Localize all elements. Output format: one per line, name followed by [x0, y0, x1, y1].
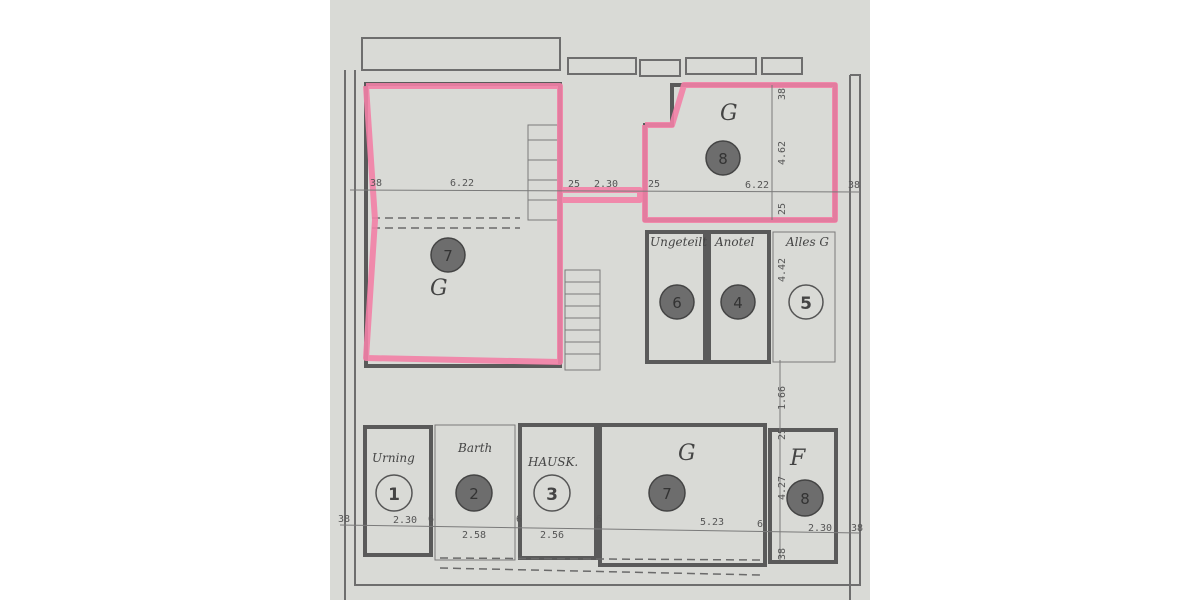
plan-label: 7: [662, 485, 672, 503]
plan-label: 8: [800, 490, 810, 508]
plan-line: [434, 424, 516, 561]
plan-label: 1: [388, 485, 400, 505]
plan-line: [643, 83, 837, 222]
plan-label: 6: [672, 294, 682, 312]
room-number-badge: [648, 474, 686, 512]
dimension-lines: [339, 189, 861, 560]
plan-label: 25: [568, 179, 580, 190]
plan-label: 4.62: [777, 141, 788, 165]
room-number-badge: [375, 474, 413, 512]
plan-label: 2.58: [462, 530, 486, 541]
room-top-left: G 7: [363, 82, 643, 368]
plan-label: 2: [469, 485, 479, 503]
plan-line: [564, 269, 601, 371]
plan-line: [707, 230, 771, 364]
plan-label: 2.30: [594, 179, 618, 190]
plan-label: 38: [338, 514, 350, 525]
plan-label: 6: [596, 514, 602, 525]
plan-label: 2.30: [808, 523, 832, 534]
highlight-outline-right: [642, 82, 838, 223]
room-number-badge: [720, 284, 756, 320]
room-number-badge: [788, 284, 824, 320]
plan-label: 25: [777, 203, 788, 215]
dimension-labels: 38 6.22 25 2.30 25 6.22 38 38 4.62 25 4.…: [338, 88, 863, 560]
plan-label: Anotel: [714, 235, 755, 249]
plan-label: 5: [800, 294, 812, 314]
plan-label: 6: [516, 514, 522, 525]
plan-line: [598, 423, 767, 567]
rooms-6-4-5: Ungeteilt Anotel Alles G 6 4 5: [645, 230, 836, 364]
plan-label: 4.27: [777, 476, 788, 500]
bottom-rooms: Urning Barth HAUSK. G F 1 2 3 7 8: [363, 423, 838, 576]
room-label-g: G: [430, 276, 448, 301]
room-number-badge: [659, 284, 695, 320]
plan-line: [768, 428, 838, 564]
plan-label: 38: [777, 88, 788, 100]
plan-label: G: [678, 441, 696, 466]
outer-walls: [344, 37, 861, 600]
plan-label: 3: [546, 485, 558, 505]
plan-label: 4.42: [777, 258, 788, 282]
plan-line: [527, 124, 559, 221]
staircase: [564, 269, 601, 371]
plan-line: [685, 57, 757, 75]
room-number-badge: [786, 479, 824, 517]
plan-line: [361, 37, 561, 71]
plan-label: 38: [848, 180, 860, 191]
room-number-badge: [430, 237, 466, 273]
plan-line: [363, 425, 433, 557]
plan-label: HAUSK.: [527, 455, 578, 469]
room-number-badge: [533, 474, 571, 512]
plan-line: [439, 557, 761, 561]
plan-line: [567, 57, 637, 75]
plan-line: [639, 59, 681, 77]
plan-label: 6.22: [450, 178, 474, 189]
plan-label: 6.22: [745, 180, 769, 191]
plan-line: [364, 82, 562, 368]
plan-label: 6: [757, 519, 763, 530]
room-number-badge: [455, 474, 493, 512]
plan-label: Barth: [457, 441, 492, 455]
plan-label: F: [789, 446, 806, 471]
plan-label: 6: [428, 514, 434, 525]
plan-label: 8: [718, 150, 728, 168]
plan-label: Alles G: [785, 235, 829, 249]
plan-label: 38: [777, 548, 788, 560]
plan-label: 7: [443, 247, 453, 265]
plan-label: 38: [370, 178, 382, 189]
plan-label: Ungeteilt: [650, 235, 707, 249]
plan-label: 25: [777, 428, 788, 440]
plan-line: [772, 231, 836, 363]
plan-label: 25: [648, 179, 660, 190]
plan-label: 1.66: [777, 386, 788, 410]
plan-line: [339, 524, 861, 534]
highlight-outline-left: [363, 83, 643, 365]
plan-label: 2.30: [393, 515, 417, 526]
room-top-right: G 8: [642, 82, 838, 223]
plan-line: [349, 189, 861, 193]
plan-label: 2.56: [540, 530, 564, 541]
plan-label: 38: [851, 523, 863, 534]
room-number-badge: [705, 140, 741, 176]
plan-label: G: [720, 101, 738, 126]
plan-line: [645, 230, 707, 364]
plan-line: [761, 57, 803, 75]
plan-label: 4: [733, 294, 743, 312]
plan-line: [354, 70, 861, 586]
plan-line: [439, 567, 761, 576]
plan-label: 5.23: [700, 517, 724, 528]
plan-label: Urning: [372, 451, 415, 465]
